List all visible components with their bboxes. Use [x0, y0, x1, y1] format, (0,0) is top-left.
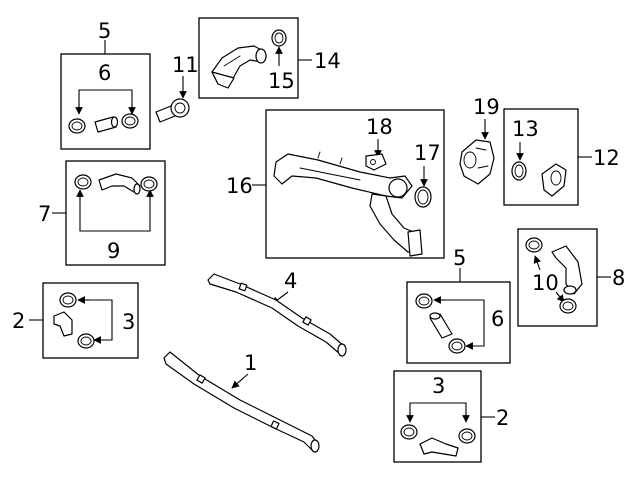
- thermostat-housing: 19: [459, 95, 500, 185]
- callout-3: 3: [432, 374, 445, 398]
- hose-clamp: [559, 298, 577, 314]
- callout-15: 15: [268, 69, 295, 93]
- hose-clamp: [77, 333, 95, 349]
- callout-2: 2: [496, 406, 509, 430]
- callout-17: 17: [414, 141, 441, 165]
- callout-12: 12: [593, 146, 620, 170]
- hose-clamp: [59, 292, 77, 308]
- group-box-5-6-bottom: 5 6: [406, 246, 511, 364]
- callout-9: 9: [107, 239, 120, 263]
- bent-hose: [551, 245, 583, 295]
- hose-clamp: [525, 237, 543, 253]
- thermostat-gasket: [511, 161, 527, 181]
- callout-16: 16: [226, 174, 253, 198]
- outlet-connector: 11: [155, 53, 199, 123]
- water-pipe-1: 1: [163, 351, 320, 453]
- callout-6: 6: [98, 61, 111, 85]
- callout-5: 5: [453, 246, 466, 270]
- group-box-2-3-bottom: 2 3: [393, 370, 509, 463]
- hose-clamp: [458, 428, 476, 444]
- callout-14: 14: [314, 49, 341, 73]
- group-box-12-13: 12 13: [503, 108, 620, 206]
- callout-19: 19: [473, 95, 500, 119]
- callout-1: 1: [244, 351, 257, 375]
- gasket-ring: [271, 29, 287, 47]
- callout-3: 3: [122, 310, 135, 334]
- hose-clamp: [415, 293, 433, 309]
- callout-13: 13: [512, 117, 539, 141]
- group-box-5-6-top: 5 6: [60, 19, 151, 150]
- group-box-8-10: 8 10: [517, 228, 625, 327]
- water-pipe-4: 4: [207, 269, 347, 357]
- group-box-7-9: 7 9: [38, 160, 166, 266]
- group-box-14-15: 14 15: [198, 17, 341, 99]
- callout-10: 10: [532, 271, 559, 295]
- thermostat-cover: [541, 163, 567, 197]
- callout-5: 5: [98, 19, 111, 43]
- bent-hose: [98, 173, 141, 195]
- hose-clamp: [74, 174, 92, 190]
- o-ring: [414, 186, 432, 208]
- hose-clamp: [448, 338, 466, 354]
- hose-segment: [94, 116, 119, 133]
- callout-7: 7: [38, 202, 51, 226]
- short-hose: [419, 437, 459, 457]
- water-outlet-pipe: [211, 45, 267, 89]
- callout-11: 11: [172, 53, 199, 77]
- hose-segment: [429, 312, 453, 339]
- callout-4: 4: [284, 269, 297, 293]
- group-box-2-3-left: 2 3: [12, 282, 139, 359]
- hose-clamp: [140, 176, 158, 192]
- hose-clamp: [68, 118, 86, 134]
- group-box-16-17-18: 16 18 17: [226, 109, 445, 259]
- sensor-bracket: [365, 153, 387, 171]
- callout-8: 8: [612, 266, 625, 290]
- hose-clamp: [121, 113, 139, 129]
- hose-clamp: [400, 424, 418, 440]
- callout-18: 18: [366, 115, 393, 139]
- water-pipe-assembly: [273, 151, 423, 257]
- short-hose: [53, 311, 73, 337]
- callout-2: 2: [12, 309, 25, 333]
- callout-6: 6: [491, 307, 504, 331]
